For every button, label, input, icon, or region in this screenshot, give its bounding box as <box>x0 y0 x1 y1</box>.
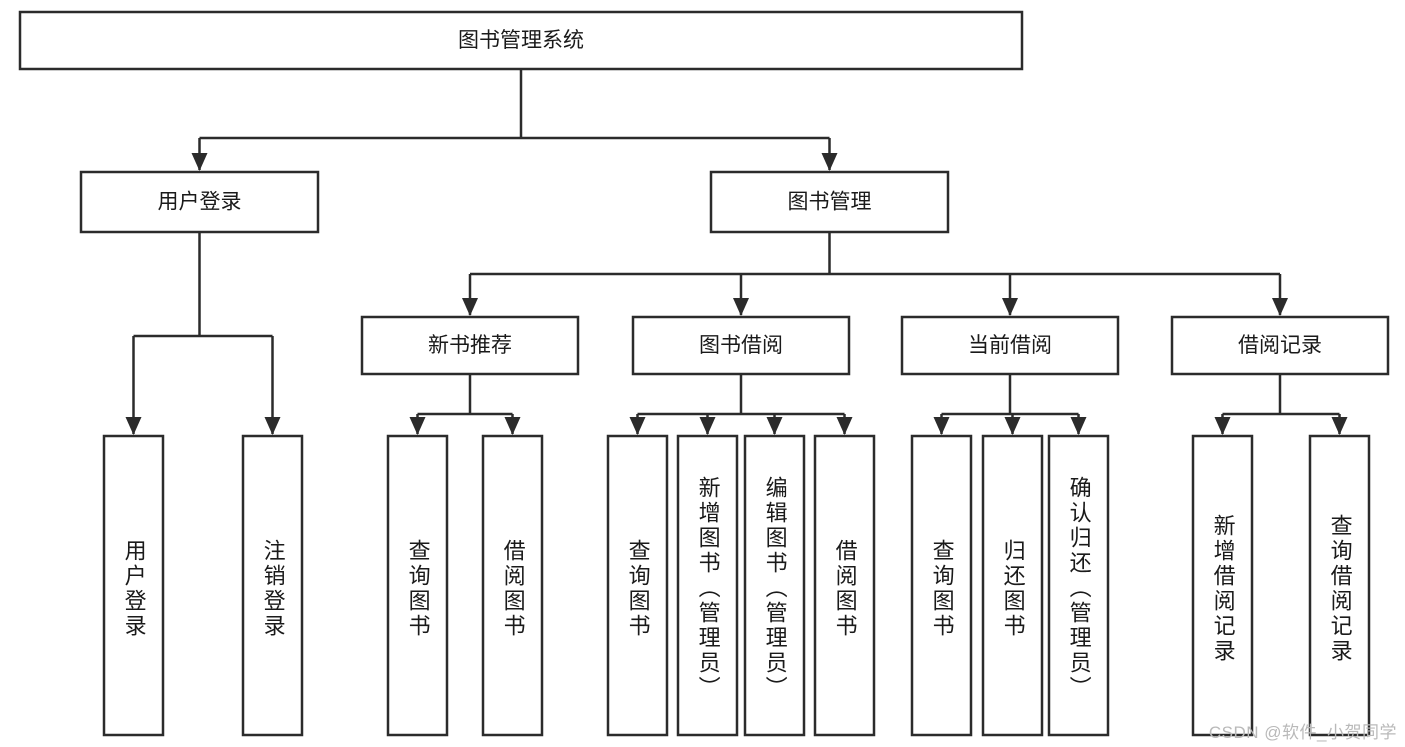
node-box-book-manage[interactable] <box>709 170 950 234</box>
arrow-head-icon <box>504 417 521 435</box>
node-label-book-borrow: 图书借阅 <box>699 334 783 357</box>
node-box-leaf-add-book[interactable] <box>676 434 739 737</box>
arrow-head-icon <box>264 417 281 435</box>
node-box-layer <box>18 10 1390 737</box>
node-box-borrow-record[interactable] <box>1170 315 1390 376</box>
arrow-head-icon <box>699 417 716 435</box>
arrow-head-icon <box>1272 298 1288 316</box>
node-label-root: 图书管理系统 <box>458 29 584 52</box>
arrow-head-icon <box>462 298 478 316</box>
node-box-new-book-recommend[interactable] <box>360 315 580 376</box>
node-box-leaf-query-borrow-record[interactable] <box>1308 434 1371 737</box>
node-box-book-borrow[interactable] <box>631 315 851 376</box>
arrow-head-icon <box>191 153 208 171</box>
node-box-leaf-return-book[interactable] <box>981 434 1044 737</box>
arrow-head-icon <box>821 153 838 171</box>
node-box-leaf-user-login[interactable] <box>102 434 165 737</box>
node-box-user-login[interactable] <box>79 170 320 234</box>
node-label-user-login: 用户登录 <box>158 191 242 214</box>
arrow-head-icon <box>1002 298 1018 316</box>
node-box-root[interactable] <box>18 10 1024 71</box>
node-box-current-borrow[interactable] <box>900 315 1120 376</box>
node-box-leaf-query-book-rec[interactable] <box>386 434 449 737</box>
arrow-head-icon <box>1004 417 1021 435</box>
arrow-head-icon <box>1214 417 1231 435</box>
node-box-leaf-borrow-book[interactable] <box>813 434 876 737</box>
node-label-book-manage: 图书管理 <box>788 191 872 214</box>
node-box-leaf-confirm-return[interactable] <box>1047 434 1110 737</box>
arrow-head-icon <box>836 417 853 435</box>
watermark: CSDN @软件_小贺同学 <box>1208 723 1397 742</box>
arrow-head-icon <box>733 298 749 316</box>
node-box-leaf-edit-book[interactable] <box>743 434 806 737</box>
arrow-head-icon <box>409 417 426 435</box>
arrow-head-icon <box>766 417 783 435</box>
connector-layer <box>125 69 1348 435</box>
node-label-new-book-recommend: 新书推荐 <box>428 334 512 357</box>
node-box-leaf-user-logout[interactable] <box>241 434 304 737</box>
node-label-borrow-record: 借阅记录 <box>1238 334 1322 357</box>
arrow-head-icon <box>125 417 142 435</box>
node-box-leaf-borrow-book-rec[interactable] <box>481 434 544 737</box>
arrow-head-icon <box>629 417 646 435</box>
node-label-current-borrow: 当前借阅 <box>968 334 1052 357</box>
node-box-leaf-query-book-borrow[interactable] <box>606 434 669 737</box>
arrow-head-icon <box>933 417 950 435</box>
node-box-leaf-query-book-current[interactable] <box>910 434 973 737</box>
arrow-head-icon <box>1331 417 1348 435</box>
node-box-leaf-add-borrow-record[interactable] <box>1191 434 1254 737</box>
arrow-head-icon <box>1070 417 1087 435</box>
